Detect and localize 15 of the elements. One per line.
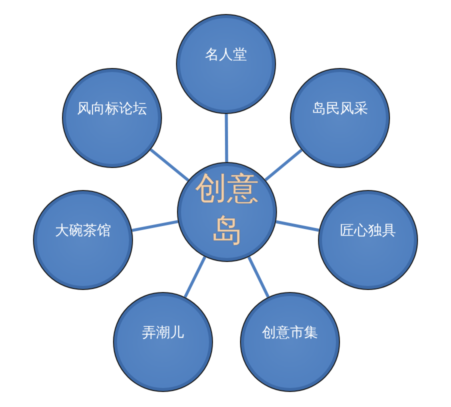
connector-line bbox=[224, 114, 228, 162]
node-label: 名人堂 bbox=[205, 47, 247, 64]
node-label: 创意岛 bbox=[194, 168, 260, 251]
connector-line bbox=[132, 220, 178, 232]
connector-line bbox=[184, 256, 206, 298]
connector-line bbox=[264, 148, 303, 182]
connector-line bbox=[150, 148, 190, 182]
node-label: 大碗茶馆 bbox=[55, 223, 111, 240]
node-label: 创意市集 bbox=[262, 325, 318, 342]
node-label: 匠心独具 bbox=[340, 223, 396, 240]
connector-line bbox=[276, 220, 320, 232]
node-label: 风向标论坛 bbox=[77, 101, 147, 118]
node-label: 弄潮儿 bbox=[142, 325, 184, 342]
connector-line bbox=[247, 256, 270, 298]
node-label: 岛民风采 bbox=[312, 101, 368, 118]
